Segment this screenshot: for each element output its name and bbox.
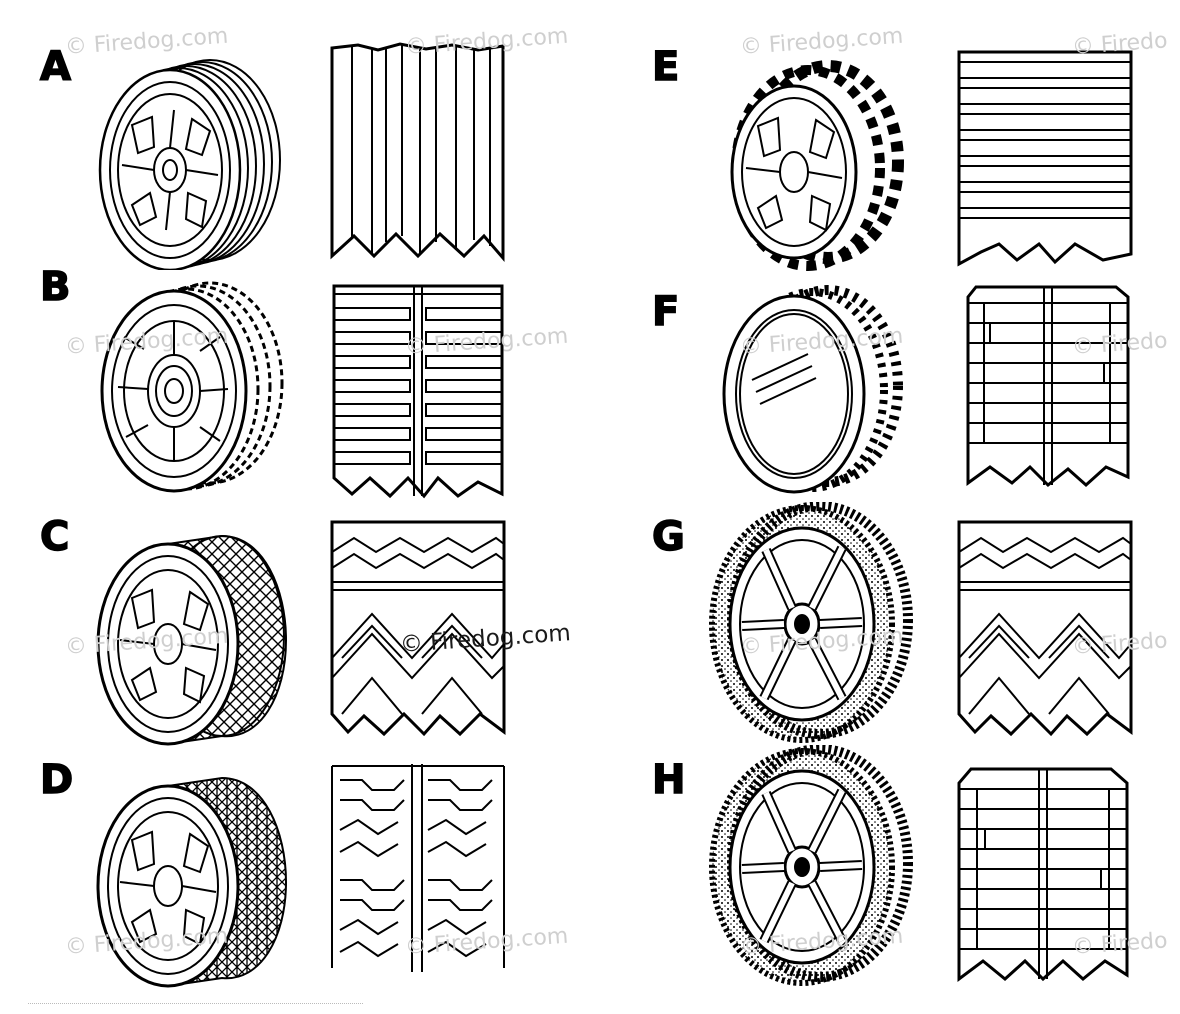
wheel-a-illustration <box>98 59 281 270</box>
watermark: © Firedo <box>1071 928 1169 960</box>
label-a: A <box>39 44 71 90</box>
tread-h-pattern <box>957 767 1129 982</box>
watermark: © Firedo <box>1071 628 1169 660</box>
wheel-d-illustration <box>96 776 287 988</box>
tread-e-pattern <box>957 50 1133 267</box>
tread-d-pattern <box>331 764 505 972</box>
label-b: B <box>39 264 71 310</box>
tread-g-pattern <box>957 520 1133 737</box>
tread-b-pattern <box>332 284 504 499</box>
tread-a-pattern <box>330 42 505 263</box>
tread-f-pattern <box>966 285 1130 488</box>
watermark: © Firedog.com <box>739 23 905 60</box>
tread-c-pattern <box>330 520 506 737</box>
wheel-h-illustration <box>709 745 913 986</box>
label-h: H <box>651 757 686 803</box>
label-g: G <box>651 514 685 560</box>
wheel-e-illustration <box>730 60 904 271</box>
watermark: © Firedo <box>1071 328 1169 360</box>
wheel-c-illustration <box>96 534 287 746</box>
wheel-b-illustration <box>100 281 284 493</box>
label-d: D <box>39 757 74 803</box>
wheel-f-illustration <box>722 285 903 494</box>
bottom-divider <box>28 1003 363 1004</box>
label-e: E <box>651 44 680 90</box>
watermark: © Firedo <box>1071 28 1169 60</box>
label-f: F <box>651 289 680 335</box>
label-c: C <box>39 514 70 560</box>
wheel-g-illustration <box>709 502 913 743</box>
